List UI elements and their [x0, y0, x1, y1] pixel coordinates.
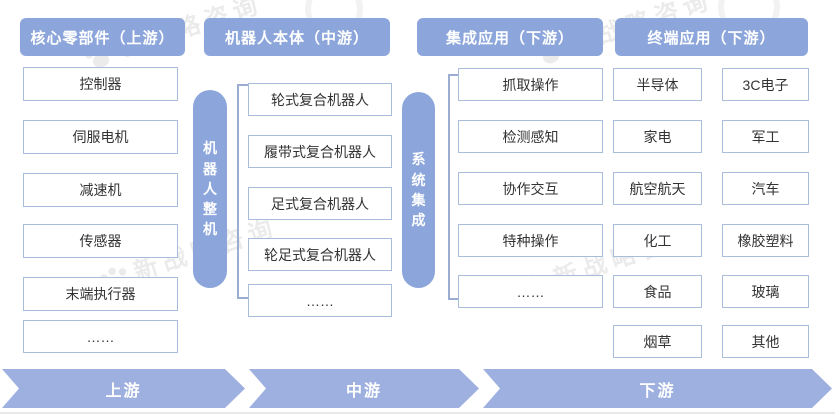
industry-box-automotive: 汽车 [722, 172, 809, 205]
robot-type-box-wheeled: 轮式复合机器人 [248, 83, 392, 116]
side-label-system-integration: 系统集成 [402, 92, 435, 288]
industry-box-military: 军工 [722, 120, 809, 153]
industry-box-3c-electronics: 3C电子 [722, 68, 809, 101]
flow-arrow-upstream: 上游 [2, 369, 245, 408]
industry-box-aerospace: 航空航天 [613, 172, 702, 205]
upstream-box-servo-motor: 伺服电机 [23, 120, 178, 154]
industry-box-food: 食品 [613, 275, 702, 308]
industry-box-glass: 玻璃 [722, 275, 809, 308]
flow-arrow-downstream: 下游 [483, 369, 832, 408]
side-label-system-integration-text: 系统集成 [411, 151, 426, 229]
integration-box-ellipsis: …… [458, 275, 603, 308]
upstream-box-sensor: 传感器 [23, 224, 178, 258]
flow-arrow-midstream: 中游 [249, 369, 479, 408]
robot-type-box-wheel-legged: 轮足式复合机器人 [248, 238, 392, 271]
industry-box-rubber-plastics: 橡胶塑料 [722, 224, 809, 257]
midstream-bracket [237, 84, 248, 299]
side-label-complete-robot: 机器人整机 [193, 90, 227, 288]
integration-box-special-ops: 特种操作 [458, 224, 603, 257]
footer-divider [0, 412, 835, 414]
integration-box-detection: 检测感知 [458, 120, 603, 153]
robot-type-box-ellipsis: …… [248, 284, 392, 317]
integration-box-collaboration: 协作交互 [458, 172, 603, 205]
upstream-box-end-effector: 末端执行器 [23, 277, 178, 311]
industry-box-chemical: 化工 [613, 224, 702, 257]
integration-box-grasping: 抓取操作 [458, 68, 603, 101]
header-integrated-apps-downstream: 集成应用（下游） [417, 18, 603, 56]
industry-box-semiconductor: 半导体 [613, 68, 702, 101]
upstream-box-controller: 控制器 [23, 67, 178, 101]
industry-box-tobacco: 烟草 [613, 325, 702, 358]
header-terminal-apps-downstream: 终端应用（下游） [615, 18, 808, 56]
industry-box-other: 其他 [722, 325, 809, 358]
robot-type-box-tracked: 履带式复合机器人 [248, 135, 392, 168]
industry-box-home-appliance: 家电 [613, 120, 702, 153]
upstream-box-ellipsis: …… [23, 320, 178, 353]
integration-bracket [448, 74, 458, 300]
side-label-complete-robot-text: 机器人整机 [203, 140, 217, 238]
robot-type-box-legged: 足式复合机器人 [248, 187, 392, 220]
upstream-box-reducer: 减速机 [23, 173, 178, 207]
header-robot-body-midstream: 机器人本体（中游） [204, 18, 390, 56]
header-core-components-upstream: 核心零部件（上游） [20, 18, 185, 56]
